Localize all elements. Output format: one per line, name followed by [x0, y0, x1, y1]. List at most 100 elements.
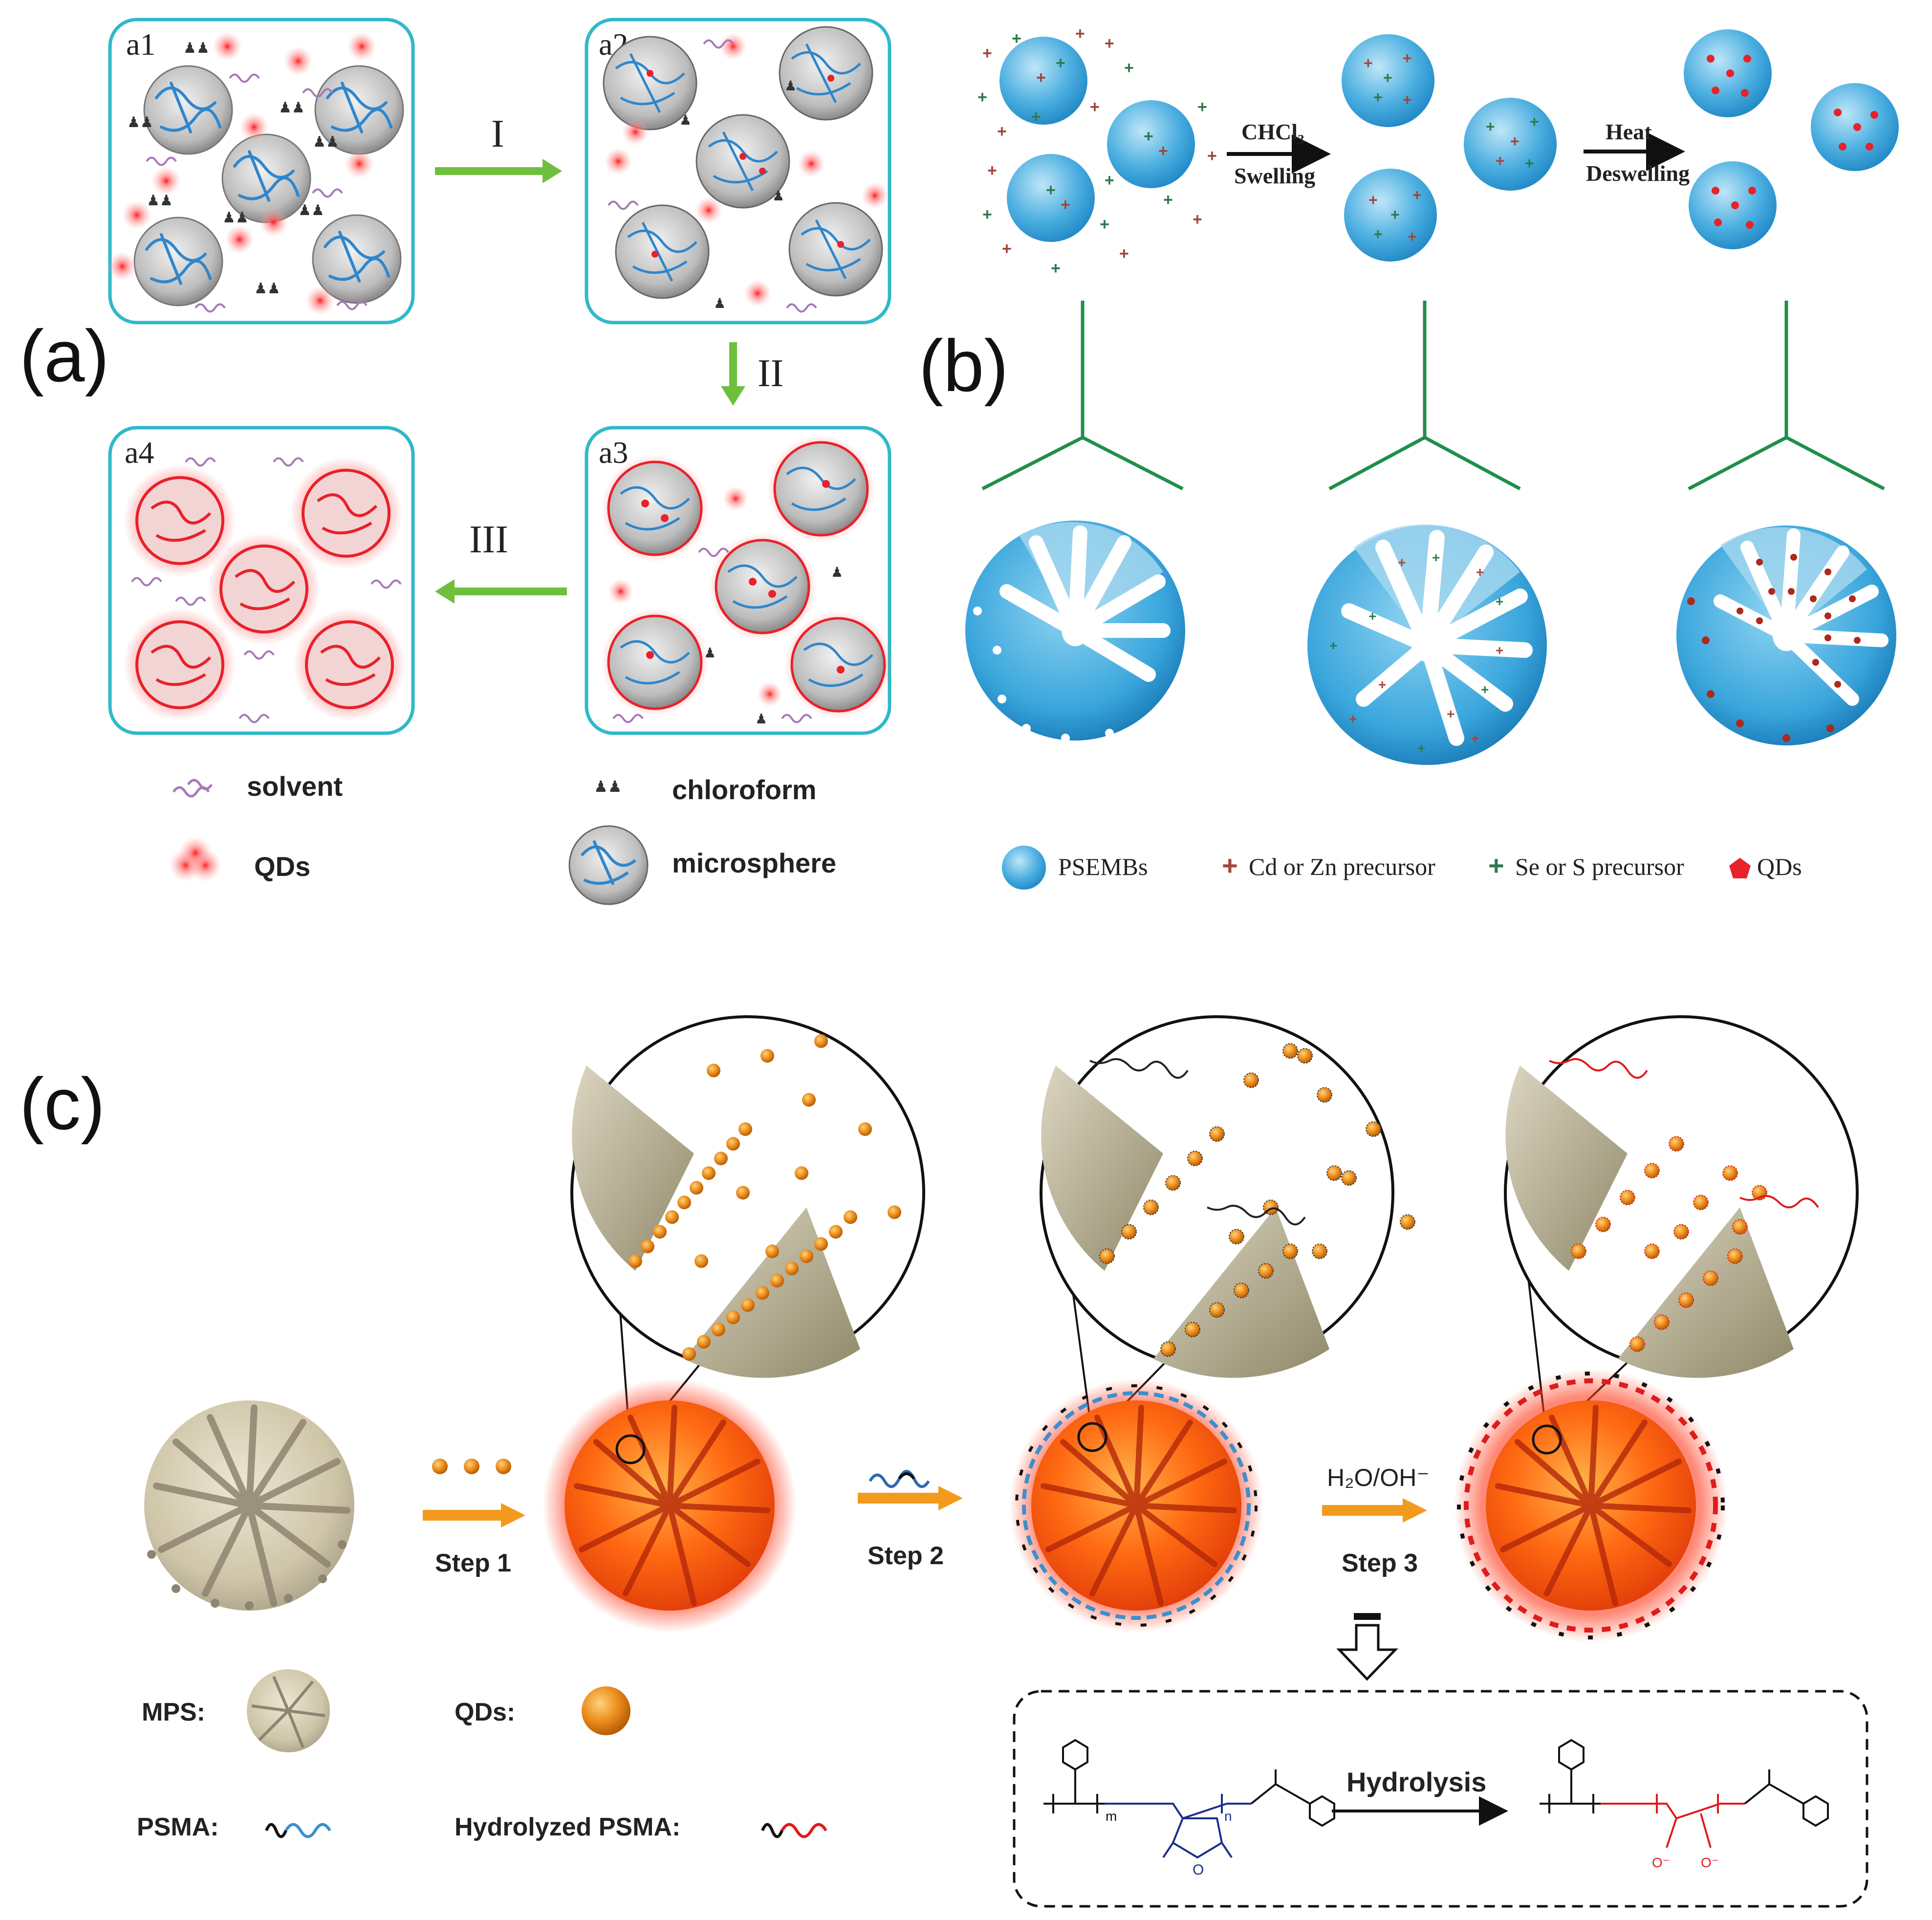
legend-chloroform: chloroform: [672, 774, 817, 805]
hpsma-charge-1: O⁻: [1652, 1855, 1670, 1870]
svg-text:+: +: [1398, 555, 1406, 570]
hpsma-charge-2: O⁻: [1701, 1855, 1719, 1870]
svg-text:+: +: [1417, 741, 1425, 756]
reagent-label: H₂O/OH⁻: [1327, 1464, 1430, 1491]
box-a1: a1: [108, 18, 415, 325]
b-arrow-swelling: CHCl₃ Swelling: [1227, 119, 1331, 188]
legend-psma: PSMA:: [137, 1813, 219, 1841]
svg-text:+: +: [1368, 609, 1376, 624]
legend-cd: Cd or Zn precursor: [1249, 853, 1435, 880]
b-stage1-cluster: +++ +++ +++ +++ +++ +++ ++ +++ +++: [977, 24, 1217, 278]
svg-text:+: +: [987, 161, 997, 180]
svg-text:+: +: [1036, 68, 1046, 87]
svg-text:+: +: [1002, 240, 1012, 258]
svg-text:+: +: [1100, 215, 1109, 234]
svg-text:♟♟: ♟♟: [222, 210, 249, 226]
svg-text:+: +: [1207, 147, 1217, 165]
b-stage2-cluster: +++ ++ +++ ++ +++ ++: [1342, 34, 1557, 262]
b-arrow-deswelling: Heat Deswelling: [1584, 119, 1690, 186]
svg-text:♟♟: ♟♟: [298, 202, 325, 218]
svg-text:+: +: [1144, 127, 1153, 146]
legend-hpsma: Hydrolyzed PSMA:: [455, 1813, 680, 1841]
box-a4: a4: [108, 426, 415, 735]
a1-chloroform: ♟♟ ♟♟ ♟♟ ♟♟ ♟♟ ♟♟ ♟♟ ♟♟: [127, 40, 339, 297]
svg-text:+: +: [1105, 171, 1114, 190]
panel-a-label: (a): [20, 315, 109, 397]
svg-text:+: +: [1031, 108, 1041, 126]
cd-precursor-icon: +: [1222, 850, 1238, 881]
svg-text:+: +: [1158, 142, 1168, 160]
arrow-II: II: [721, 342, 783, 406]
svg-text:+: +: [1496, 152, 1505, 170]
box-a2: a2 ♟♟♟♟: [585, 18, 891, 325]
svg-text:+: +: [997, 122, 1007, 141]
b-big-sphere-3: [1676, 525, 1896, 745]
svg-text:+: +: [1525, 154, 1534, 172]
svg-text:+: +: [1476, 565, 1484, 580]
svg-text:+: +: [977, 88, 987, 107]
step2-arrow: Step 2: [858, 1470, 963, 1570]
qds-icon: [169, 836, 222, 882]
panel-c-legend: MPS: QDs: PSMA: Hydrolyzed PSMA:: [137, 1669, 827, 1841]
svg-text:+: +: [1364, 54, 1373, 72]
se-precursor-icon: +: [1488, 850, 1504, 881]
svg-text:♟: ♟: [772, 188, 784, 203]
zoom-marker-1: [615, 1434, 646, 1464]
hydrolysis-label: Hydrolysis: [1346, 1767, 1486, 1797]
a1-solvent: [146, 73, 368, 313]
svg-text:+: +: [1075, 24, 1085, 43]
svg-text:♟: ♟: [714, 296, 726, 311]
psembs-icon: [1002, 846, 1046, 890]
svg-text:+: +: [1481, 682, 1489, 697]
svg-text:+: +: [1061, 196, 1070, 214]
svg-text:♟♟: ♟♟: [147, 193, 173, 209]
svg-text:♟: ♟: [704, 645, 716, 660]
svg-text:♟♟: ♟♟: [254, 281, 281, 297]
svg-text:+: +: [1412, 186, 1422, 204]
psma-structure: [1043, 1739, 1335, 1859]
b-stage3-cluster: [1684, 29, 1899, 249]
box-a1-label: a1: [126, 27, 155, 62]
svg-text:+: +: [1197, 98, 1207, 116]
legend-qds-b: QDs: [1757, 853, 1802, 880]
b-step1-top: CHCl₃: [1241, 119, 1304, 144]
svg-text:+: +: [1378, 677, 1386, 692]
zoom-circle-2: [1040, 1015, 1415, 1438]
panel-b-legend: PSEMBs + Cd or Zn precursor + Se or S pr…: [1002, 846, 1802, 890]
svg-text:♟♟: ♟♟: [313, 134, 339, 150]
qd-sphere-1: [543, 1378, 797, 1633]
svg-text:+: +: [1046, 181, 1056, 199]
svg-text:+: +: [1471, 731, 1479, 746]
svg-text:♟: ♟: [679, 112, 692, 128]
b-big-sphere-1: [965, 521, 1185, 742]
b-connectors: [981, 301, 1885, 491]
down-arrow-icon: [1336, 1613, 1398, 1681]
svg-text:+: +: [1124, 59, 1134, 77]
psma-sub-n: n: [1224, 1809, 1232, 1824]
step-II-label: II: [758, 352, 783, 395]
svg-text:♟♟: ♟♟: [127, 114, 153, 131]
panel-c-label: (c): [20, 1063, 105, 1145]
b-step1-bottom: Swelling: [1234, 163, 1315, 188]
svg-text:♟: ♟: [755, 711, 767, 726]
chloroform-icon: ♟♟: [594, 778, 622, 795]
step3-label: Step 3: [1342, 1549, 1418, 1577]
microsphere-icon: [568, 825, 649, 905]
svg-text:+: +: [1368, 191, 1378, 209]
box-a3-label: a3: [599, 435, 628, 470]
svg-text:+: +: [982, 44, 992, 63]
svg-text:♟: ♟: [784, 78, 797, 93]
svg-text:+: +: [1390, 206, 1400, 223]
legend-mps: MPS:: [142, 1698, 205, 1726]
svg-text:+: +: [1373, 88, 1383, 106]
svg-text:+: +: [1486, 118, 1495, 135]
svg-text:+: +: [982, 205, 992, 224]
qd-ball-icon: [582, 1686, 630, 1735]
step-III-label: III: [469, 518, 508, 561]
svg-text:+: +: [1496, 594, 1503, 609]
panel-b-label: (b): [919, 325, 1008, 407]
legend-qds-c: QDs:: [455, 1698, 515, 1726]
hydrolyzed-psma-icon: [761, 1823, 827, 1838]
legend-qds: QDs: [254, 851, 310, 882]
